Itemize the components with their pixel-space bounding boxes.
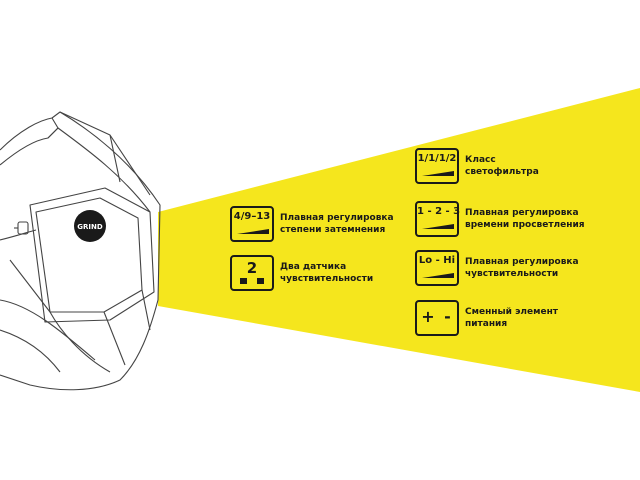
wedge-icon (237, 229, 269, 234)
sensitivity-label: Плавная регулировка чувствительности (465, 257, 579, 279)
sensor-dots-icon (232, 278, 272, 284)
feature-shade-adjustment: 4/9–13 Плавная регулировка степени затем… (230, 206, 394, 242)
two-sensors-label: Два датчика чувствительности (280, 262, 374, 284)
battery-icon: + - (415, 300, 459, 336)
wedge-icon (422, 171, 454, 176)
two-sensors-icon: 2 (230, 255, 274, 291)
delay-time-icon: 1 - 2 - 3 (415, 201, 461, 237)
filter-class-icon: 1/1/1/2 (415, 148, 459, 184)
shade-adjustment-label: Плавная регулировка степени затемнения (280, 213, 394, 235)
two-sensors-icon-text: 2 (246, 259, 258, 277)
battery-icon-text: + - (421, 307, 453, 326)
filter-class-label: Класс светофильтра (465, 155, 539, 177)
logo-text: GRIND (77, 223, 103, 231)
battery-label: Сменный элемент питания (465, 307, 559, 329)
feature-replaceable-battery: + - Сменный элемент питания (415, 300, 558, 336)
shade-adjustment-icon: 4/9–13 (230, 206, 274, 242)
wedge-icon (422, 224, 454, 229)
feature-filter-class: 1/1/1/2 Класс светофильтра (415, 148, 539, 184)
delay-time-label: Плавная регулировка времени просветления (465, 208, 585, 230)
delay-time-icon-text: 1 - 2 - 3 (417, 206, 461, 217)
feature-sensitivity: Lo - Hi Плавная регулировка чувствительн… (415, 250, 579, 286)
feature-two-sensors: 2 Два датчика чувствительности (230, 255, 373, 291)
feature-delay-time: 1 - 2 - 3 Плавная регулировка времени пр… (415, 201, 585, 237)
shade-adjustment-icon-text: 4/9–13 (233, 211, 271, 222)
filter-class-icon-text: 1/1/1/2 (417, 153, 457, 164)
sensitivity-icon: Lo - Hi (415, 250, 459, 286)
logo-badge (74, 210, 106, 242)
sensitivity-icon-text: Lo - Hi (418, 255, 456, 266)
wedge-icon (422, 273, 454, 278)
